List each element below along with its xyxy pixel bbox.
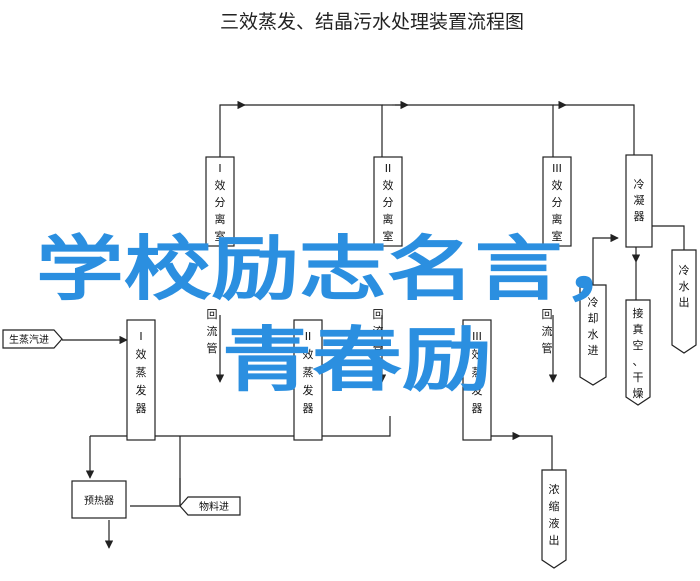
svg-text:回: 回 [542, 308, 553, 321]
svg-text:发: 发 [472, 383, 483, 397]
svg-text:室: 室 [215, 229, 226, 243]
svg-text:冷: 冷 [634, 178, 645, 191]
effect-3-separator: III 效 分 离 室 [542, 156, 572, 247]
svg-text:器: 器 [303, 402, 314, 415]
svg-text:水: 水 [588, 328, 599, 341]
svg-text:效: 效 [472, 347, 483, 361]
svg-text:分: 分 [552, 196, 563, 209]
svg-text:凝: 凝 [634, 193, 645, 207]
diagram-title: 三效蒸发、结晶污水处理装置流程图 [220, 11, 524, 33]
svg-text:效: 效 [552, 178, 563, 192]
svg-text:冷: 冷 [588, 296, 599, 309]
svg-text:真: 真 [633, 322, 644, 336]
svg-text:流: 流 [542, 324, 553, 338]
svg-text:管: 管 [207, 341, 218, 355]
svg-text:出: 出 [549, 533, 560, 547]
svg-text:空: 空 [633, 338, 644, 352]
svg-text:接: 接 [633, 307, 644, 320]
svg-text:蒸: 蒸 [472, 366, 483, 379]
steam-in-flag: 生蒸汽进 [2, 329, 63, 349]
svg-text:效: 效 [383, 178, 394, 192]
svg-text:流: 流 [207, 324, 218, 338]
svg-text:发: 发 [136, 383, 147, 397]
svg-text:回: 回 [373, 308, 384, 321]
svg-text:I: I [218, 162, 221, 175]
svg-text:离: 离 [215, 212, 226, 226]
svg-text:发: 发 [303, 383, 314, 397]
return-pipe-2-label: 回 流 管 [373, 308, 384, 355]
svg-text:效: 效 [303, 347, 314, 361]
svg-text:出: 出 [679, 295, 690, 309]
svg-text:燥: 燥 [633, 387, 644, 400]
vacuum-dryer: 接 真 空 、 干 燥 [625, 299, 651, 406]
effect-3-evaporator: III 效 蒸 发 器 [462, 319, 492, 441]
svg-text:I: I [139, 330, 142, 343]
return-pipe-1-label: 回 流 管 [207, 308, 218, 355]
svg-text:流: 流 [373, 324, 384, 338]
svg-text:III: III [472, 330, 482, 343]
cooling-water-in: 冷 却 水 进 [579, 284, 607, 386]
return-pipe-3-label: 回 流 管 [542, 308, 553, 355]
condenser: 冷 凝 器 [625, 154, 653, 248]
overlay-watermark-text: 学校励志名言， 青春励 [36, 228, 650, 401]
svg-text:却: 却 [588, 312, 599, 325]
preheater: 预热器 [71, 480, 127, 519]
pipe-lines [62, 100, 685, 549]
svg-text:效: 效 [136, 347, 147, 361]
svg-text:效: 效 [215, 178, 226, 192]
svg-text:缩: 缩 [549, 500, 560, 513]
svg-text:器: 器 [472, 402, 483, 415]
svg-text:分: 分 [383, 196, 394, 209]
svg-text:III: III [552, 162, 562, 175]
effect-2-evaporator: II 效 蒸 发 器 [293, 319, 323, 441]
svg-text:管: 管 [542, 341, 553, 355]
svg-text:预热器: 预热器 [84, 494, 114, 507]
svg-text:管: 管 [373, 341, 384, 355]
concentrate-out: 浓 缩 液 出 [541, 469, 567, 569]
svg-text:进: 进 [588, 344, 599, 357]
svg-text:蒸: 蒸 [303, 366, 314, 379]
svg-text:II: II [305, 330, 312, 343]
svg-text:物料进: 物料进 [199, 500, 229, 513]
svg-text:回: 回 [207, 308, 218, 321]
svg-text:生蒸汽进: 生蒸汽进 [9, 333, 49, 346]
effect-1-separator: I 效 分 离 室 [205, 156, 235, 247]
svg-text:冷: 冷 [679, 264, 690, 277]
effect-2-separator: II 效 分 离 室 [373, 156, 403, 247]
svg-text:室: 室 [552, 229, 563, 243]
svg-text:液: 液 [549, 516, 560, 530]
material-in-flag: 物料进 [179, 496, 241, 516]
cold-water-out: 冷 水 出 [671, 249, 697, 354]
svg-text:离: 离 [552, 212, 563, 226]
svg-text:浓: 浓 [549, 483, 560, 496]
svg-text:、: 、 [633, 355, 644, 368]
svg-text:室: 室 [383, 229, 394, 243]
svg-text:青春励: 青春励 [222, 319, 492, 401]
effect-1-evaporator: I 效 蒸 发 器 [126, 319, 156, 441]
svg-text:II: II [385, 162, 392, 175]
svg-text:水: 水 [679, 280, 690, 293]
svg-text:蒸: 蒸 [136, 366, 147, 379]
svg-text:分: 分 [215, 196, 226, 209]
svg-text:器: 器 [634, 210, 645, 223]
svg-text:学校励志名言，: 学校励志名言， [36, 228, 650, 310]
svg-text:干: 干 [633, 371, 644, 384]
svg-text:离: 离 [383, 212, 394, 226]
svg-text:器: 器 [136, 402, 147, 415]
